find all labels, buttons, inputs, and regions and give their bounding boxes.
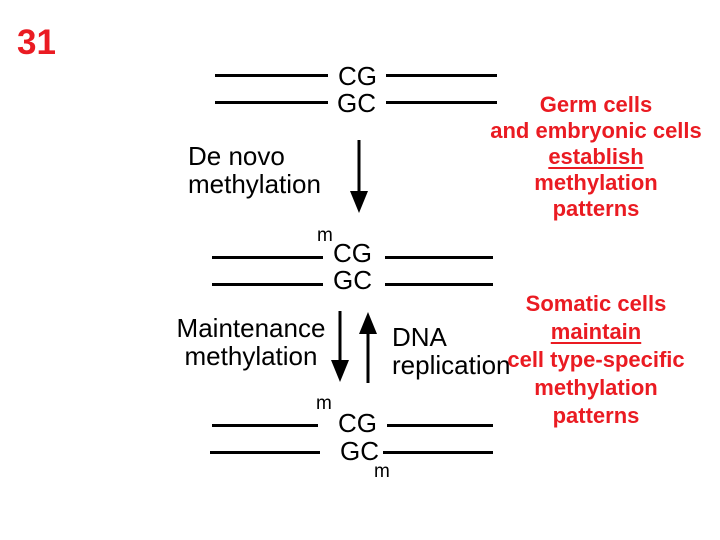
annotation-line: cell type-specific <box>507 347 685 372</box>
annotation-line: and embryonic cells <box>490 118 702 143</box>
germ-cells-annotation: Germ cells and embryonic cells establish… <box>480 92 712 222</box>
base-pair-gc: GC <box>337 88 376 118</box>
base-pair-cg: CG <box>333 238 372 268</box>
dna-backbone-line <box>383 451 493 454</box>
annotation-line: methylation <box>534 375 658 400</box>
de-novo-label-line1: De novo <box>188 141 285 171</box>
de-novo-arrow-down-icon <box>350 140 368 213</box>
base-pair-gc: GC <box>333 265 372 295</box>
de-novo-methylation-label: De novo methylation <box>188 142 321 198</box>
maintenance-label-line2: methylation <box>184 341 318 371</box>
de-novo-label-line2: methylation <box>188 169 321 199</box>
dna-backbone-line <box>386 74 497 77</box>
dna-backbone-line <box>385 256 493 259</box>
dna-backbone-line <box>212 283 323 286</box>
methyl-group-m: m <box>374 461 390 482</box>
base-pair-gc: GC <box>340 436 379 466</box>
maintenance-label-line1: Maintenance <box>176 313 326 343</box>
annotation-line: patterns <box>552 196 640 221</box>
dna-backbone-line <box>212 424 318 427</box>
dna-backbone-line <box>387 424 493 427</box>
dna-replication-label-line2: replication <box>392 350 511 380</box>
replication-arrow-up-icon <box>359 312 377 383</box>
methyl-group-m: m <box>317 225 333 246</box>
dna-backbone-line <box>215 74 328 77</box>
annotation-line: patterns <box>552 403 640 428</box>
dna-backbone-line <box>385 283 493 286</box>
dna-backbone-line <box>210 451 320 454</box>
methyl-group-m: m <box>316 393 332 414</box>
dna-replication-label-line1: DNA <box>392 322 447 352</box>
somatic-cells-annotation: Somatic cells maintain cell type-specifi… <box>480 290 712 430</box>
dna-backbone-line <box>386 101 497 104</box>
annotation-line: Somatic cells <box>525 291 667 316</box>
annotation-line: methylation <box>534 170 658 195</box>
dna-backbone-line <box>212 256 323 259</box>
maintenance-methylation-label: Maintenance methylation <box>176 314 326 370</box>
annotation-line-underlined: maintain <box>550 319 642 344</box>
annotation-line-underlined: establish <box>548 144 644 169</box>
annotation-line: Germ cells <box>539 92 653 117</box>
slide-number: 31 <box>17 23 56 62</box>
dna-backbone-line <box>215 101 328 104</box>
base-pair-cg: CG <box>338 61 377 91</box>
maintenance-arrow-down-icon <box>331 311 349 382</box>
dna-replication-label: DNA replication <box>392 323 511 379</box>
base-pair-cg: CG <box>338 408 377 438</box>
